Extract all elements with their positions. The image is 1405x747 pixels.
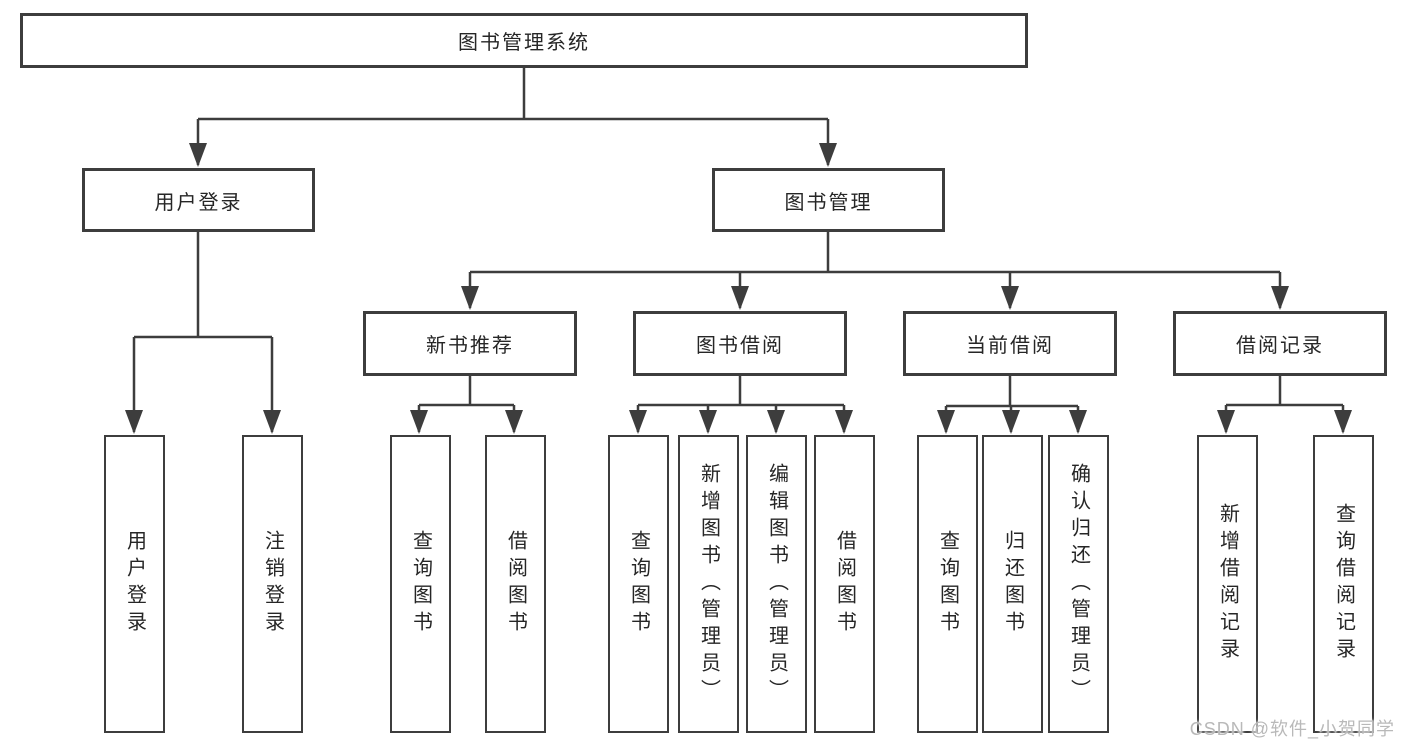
node-book-borrowing: 图书借阅 bbox=[633, 311, 847, 376]
leaf-user-login: 用户登录 bbox=[104, 435, 165, 733]
node-current-borrowing-label: 当前借阅 bbox=[966, 335, 1054, 357]
leaf-current-confirm-return-admin: 确认归还（管理员） bbox=[1048, 435, 1109, 733]
node-library-system: 图书管理系统 bbox=[20, 13, 1028, 68]
node-book-borrowing-label: 图书借阅 bbox=[696, 335, 784, 357]
leaf-records-query-record: 查询借阅记录 bbox=[1313, 435, 1374, 733]
leaf-records-add-record: 新增借阅记录 bbox=[1197, 435, 1258, 733]
leaf-current-query-books: 查询图书 bbox=[917, 435, 978, 733]
leaf-logout: 注销登录 bbox=[242, 435, 303, 733]
node-library-system-label: 图书管理系统 bbox=[458, 32, 590, 54]
node-user-login: 用户登录 bbox=[82, 168, 315, 232]
leaf-recommend-borrow-books: 借阅图书 bbox=[485, 435, 546, 733]
node-new-book-recommend-label: 新书推荐 bbox=[426, 335, 514, 357]
node-new-book-recommend: 新书推荐 bbox=[363, 311, 577, 376]
leaf-recommend-query-books: 查询图书 bbox=[390, 435, 451, 733]
leaf-current-return-books: 归还图书 bbox=[982, 435, 1043, 733]
leaf-borrow-query-books: 查询图书 bbox=[608, 435, 669, 733]
node-current-borrowing: 当前借阅 bbox=[903, 311, 1117, 376]
node-borrowing-records-label: 借阅记录 bbox=[1236, 335, 1324, 357]
node-book-management: 图书管理 bbox=[712, 168, 945, 232]
leaf-borrow-edit-books-admin: 编辑图书（管理员） bbox=[746, 435, 807, 733]
leaf-borrow-borrow-books: 借阅图书 bbox=[814, 435, 875, 733]
csdn-watermark: CSDN @软件_小贺同学 bbox=[1189, 719, 1395, 739]
leaf-borrow-add-books-admin: 新增图书（管理员） bbox=[678, 435, 739, 733]
node-user-login-label: 用户登录 bbox=[154, 191, 243, 214]
node-borrowing-records: 借阅记录 bbox=[1173, 311, 1387, 376]
node-book-management-label: 图书管理 bbox=[784, 191, 873, 214]
